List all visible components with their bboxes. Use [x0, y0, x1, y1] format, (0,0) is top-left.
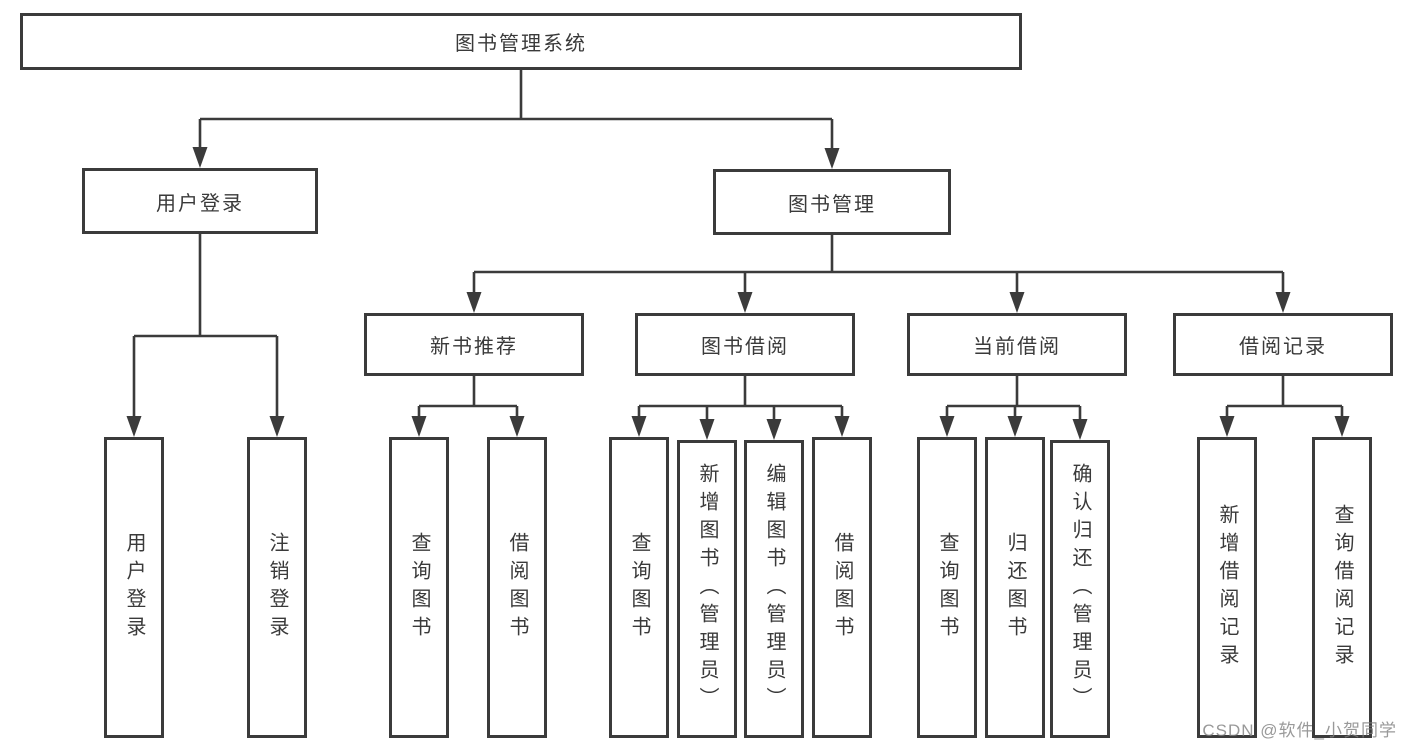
leaf-user-login: 用户登录: [104, 437, 164, 738]
node-current-borrowing: 当前借阅: [907, 313, 1127, 376]
node-label: 当前借阅: [973, 336, 1061, 358]
leaf-return-books: 归还图书: [985, 437, 1045, 738]
leaf-confirm-return-admin: 确认归还（管理员）: [1050, 440, 1110, 738]
node-label: 编辑图书（管理员）: [763, 463, 785, 715]
node-label: 新增图书（管理员）: [696, 463, 718, 715]
node-label: 归还图书: [1004, 531, 1026, 644]
leaf-edit-books-admin: 编辑图书（管理员）: [744, 440, 804, 738]
csdn-watermark: CSDN @软件_小贺同学: [1202, 721, 1397, 740]
leaf-query-borrow-record: 查询借阅记录: [1312, 437, 1372, 738]
node-label: 用户登录: [123, 531, 145, 644]
node-label: 查询图书: [936, 531, 958, 644]
node-label: 查询借阅记录: [1331, 503, 1353, 672]
node-label: 注销登录: [266, 531, 288, 644]
node-label: 图书管理系统: [455, 33, 587, 55]
node-user-login: 用户登录: [82, 168, 318, 234]
leaf-add-books-admin: 新增图书（管理员）: [677, 440, 737, 738]
node-label: 新书推荐: [430, 336, 518, 358]
node-label: 用户登录: [156, 192, 244, 215]
node-label: 借阅记录: [1239, 336, 1327, 358]
node-label: 查询图书: [408, 531, 430, 644]
node-label: 借阅图书: [506, 531, 528, 644]
node-book-borrowing: 图书借阅: [635, 313, 855, 376]
node-label: 确认归还（管理员）: [1069, 463, 1091, 715]
node-label: 图书管理: [788, 193, 876, 216]
leaf-query-books: 查询图书: [389, 437, 449, 738]
leaf-query-books: 查询图书: [917, 437, 977, 738]
node-label: 查询图书: [628, 531, 650, 644]
node-label: 图书借阅: [701, 336, 789, 358]
leaf-add-borrow-record: 新增借阅记录: [1197, 437, 1257, 738]
leaf-borrow-books: 借阅图书: [812, 437, 872, 738]
node-book-management: 图书管理: [713, 169, 951, 235]
leaf-logout: 注销登录: [247, 437, 307, 738]
node-library-management-system: 图书管理系统: [20, 13, 1022, 70]
node-label: 借阅图书: [831, 531, 853, 644]
leaf-query-books: 查询图书: [609, 437, 669, 738]
node-new-book-recommendation: 新书推荐: [364, 313, 584, 376]
node-label: 新增借阅记录: [1216, 503, 1238, 672]
leaf-borrow-books: 借阅图书: [487, 437, 547, 738]
node-borrowing-records: 借阅记录: [1173, 313, 1393, 376]
